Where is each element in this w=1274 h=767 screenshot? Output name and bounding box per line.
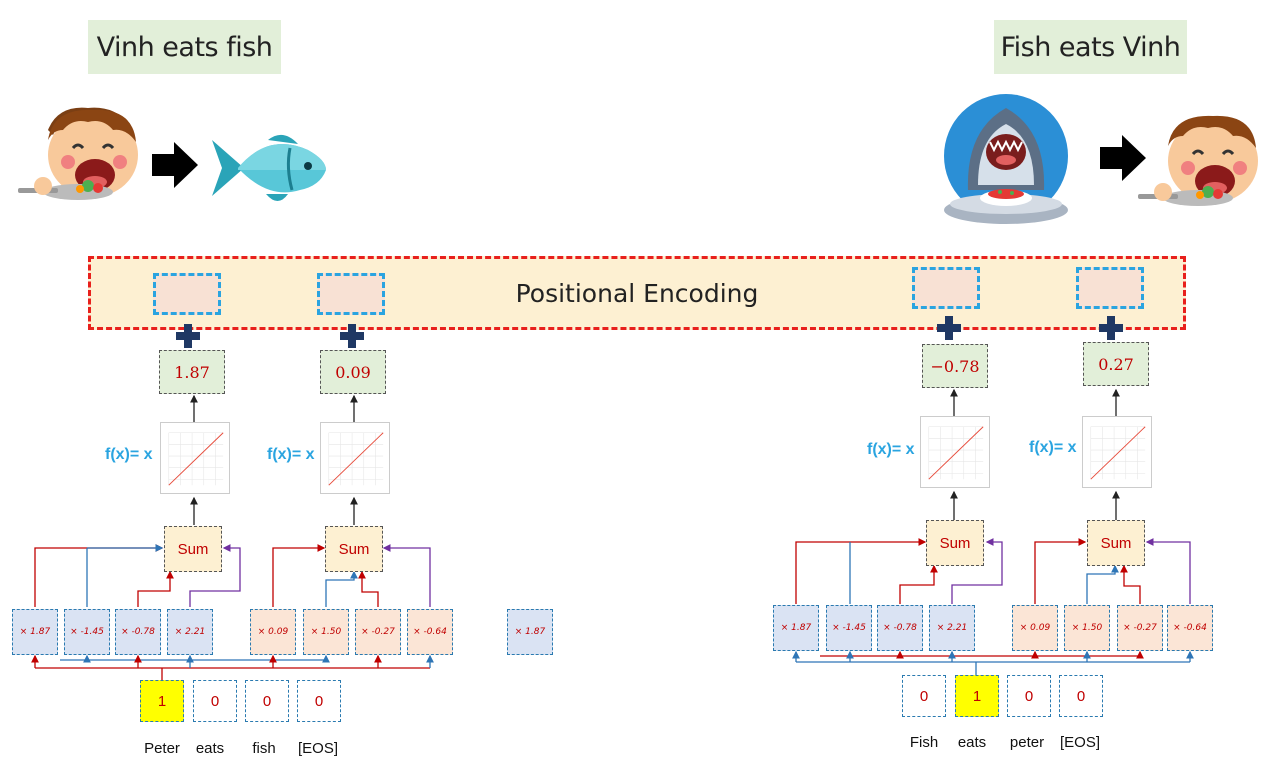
token-word: eats [957,734,987,751]
shark-eating-icon [944,94,1068,224]
title-right: Fish eats Vinh [994,20,1187,74]
token-word: Peter [144,740,180,757]
title-left: Vinh eats fish [88,20,281,74]
pe-slot [1076,267,1144,309]
function-label: f(x)= x [267,446,315,463]
onehot-input: 0 [1007,675,1051,717]
arrow-right-icon [152,142,198,188]
token-word: fish [252,740,276,757]
weight-node: × -0.64 [1167,605,1213,651]
identity-graph [160,422,230,494]
weight-node: × 1.87 [12,609,58,655]
function-label: f(x)= x [105,446,153,463]
token-word: [EOS] [1059,734,1100,751]
onehot-input: 1 [955,675,999,717]
weight-node: × -0.78 [115,609,161,655]
identity-graph [920,416,990,488]
token-word: eats [195,740,225,757]
function-label: f(x)= x [867,441,915,458]
identity-graph [1082,416,1152,488]
onehot-input: 0 [245,680,289,722]
weight-node: × -0.78 [877,605,923,651]
pe-slot [317,273,385,315]
weight-node: × -1.45 [826,605,872,651]
weight-node: × 2.21 [167,609,213,655]
weight-node: × 1.50 [1064,605,1110,651]
weight-node: × -0.27 [1117,605,1163,651]
weight-node: × 0.09 [1012,605,1058,651]
identity-graph [320,422,390,494]
output-value: 0.09 [320,350,386,394]
positional-encoding-band: Positional Encoding [88,256,1186,330]
pe-slot [912,267,980,309]
pe-slot [153,273,221,315]
plus-icon [176,324,200,348]
plus-icon [340,324,364,348]
onehot-input: 0 [193,680,237,722]
weight-node: × -0.64 [407,609,453,655]
weight-node: × 1.87 [507,609,553,655]
weight-node: × 1.50 [303,609,349,655]
sum-node: Sum [926,520,984,566]
onehot-input: 0 [902,675,946,717]
sum-node: Sum [164,526,222,572]
token-word: [EOS] [297,740,338,757]
weight-node: × 0.09 [250,609,296,655]
output-value: 1.87 [159,350,225,394]
weight-node: × -0.27 [355,609,401,655]
onehot-input: 1 [140,680,184,722]
sum-node: Sum [325,526,383,572]
function-label: f(x)= x [1029,439,1077,456]
positional-encoding-label: Positional Encoding [515,279,759,308]
weight-node: × 2.21 [929,605,975,651]
plus-icon [937,316,961,340]
sum-node: Sum [1087,520,1145,566]
arrow-right-icon [1100,135,1146,181]
plus-icon [1099,316,1123,340]
onehot-input: 0 [1059,675,1103,717]
fish-icon [212,134,326,201]
weight-node: × 1.87 [773,605,819,651]
boy-eating-icon [18,107,138,200]
weight-node: × -1.45 [64,609,110,655]
token-word: Fish [909,734,939,751]
onehot-input: 0 [297,680,341,722]
boy-eating-icon [1138,115,1258,206]
output-value: −0.78 [922,344,988,388]
output-value: 0.27 [1083,342,1149,386]
token-word: peter [1009,734,1045,751]
